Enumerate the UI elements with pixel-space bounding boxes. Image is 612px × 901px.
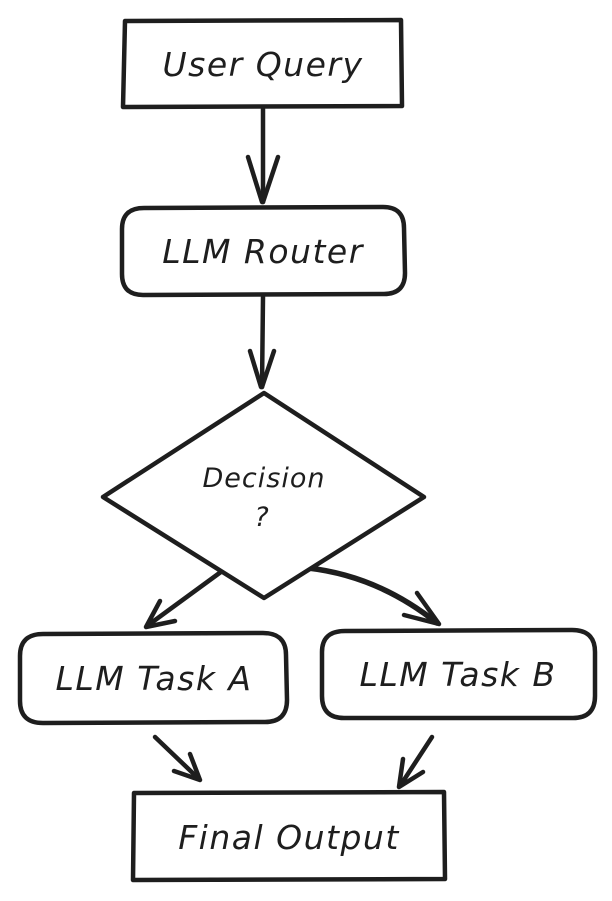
edge-line — [397, 734, 435, 789]
llm-router-rounded-rectangle — [119, 204, 408, 298]
edge-llm-task-b-to-final-output[interactable] — [396, 734, 435, 790]
decision-diamond — [100, 390, 427, 601]
edge-line — [305, 565, 440, 626]
llm-task-b-rounded-rectangle — [319, 627, 598, 721]
arrowhead-icon — [171, 751, 203, 783]
llm-task-a-rounded-rectangle — [17, 630, 290, 726]
user-query-rectangle — [120, 17, 405, 110]
edge-user-query-to-llm-router[interactable] — [245, 106, 281, 205]
llm-router-label: LLM Router — [162, 232, 365, 271]
edge-llm-router-to-decision[interactable] — [247, 294, 277, 390]
arrowhead-icon — [247, 348, 277, 390]
edge-line — [259, 294, 266, 390]
node-llm-router[interactable]: LLM Router — [119, 204, 408, 298]
node-user-query[interactable]: User Query — [120, 17, 405, 110]
edge-line — [152, 734, 202, 782]
final-output-rectangle — [130, 789, 448, 883]
arrowhead-icon — [143, 598, 178, 630]
arrowhead-icon — [396, 756, 426, 790]
decision-question-mark: ? — [254, 502, 269, 533]
llm-task-b-label: LLM Task B — [359, 655, 556, 694]
user-query-label: User Query — [163, 45, 364, 84]
llm-task-a-label: LLM Task A — [55, 659, 252, 698]
node-decision[interactable]: Decision ? — [100, 390, 427, 601]
node-final-output[interactable]: Final Output — [130, 789, 448, 883]
node-llm-task-b[interactable]: LLM Task B — [319, 627, 598, 721]
edge-decision-to-llm-task-b[interactable] — [305, 565, 442, 627]
final-output-label: Final Output — [178, 818, 400, 857]
edge-llm-task-a-to-final-output[interactable] — [152, 734, 203, 783]
node-llm-task-a[interactable]: LLM Task A — [17, 630, 290, 726]
arrowhead-icon — [401, 590, 442, 627]
decision-label: Decision — [203, 463, 326, 494]
arrowhead-icon — [245, 154, 281, 205]
